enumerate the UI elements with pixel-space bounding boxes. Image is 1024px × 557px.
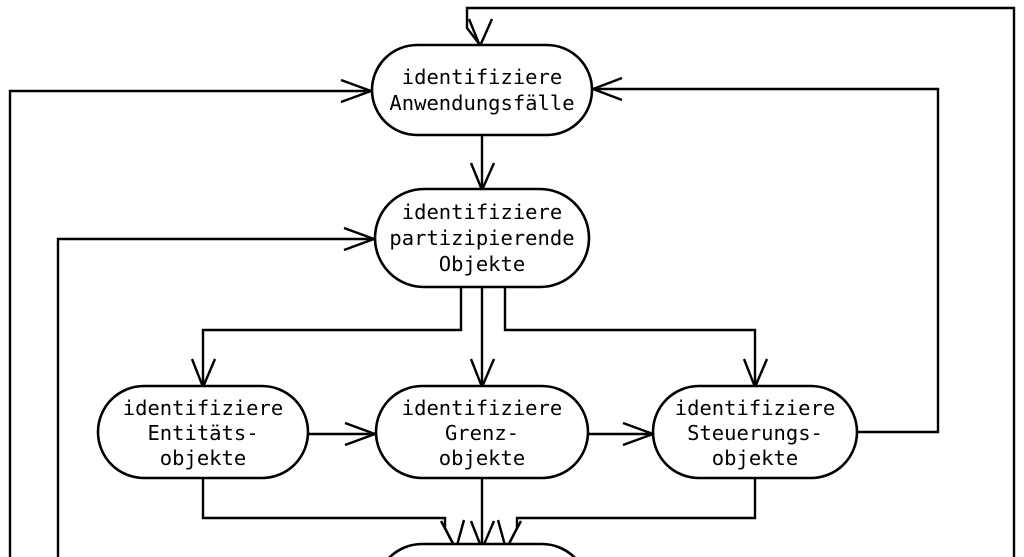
- node-label-line2: Anwendungsfälle: [389, 91, 574, 115]
- edge-path: [592, 87, 940, 434]
- edge-steuerungs-feedback-to-anwendungsfaelle: [589, 76, 940, 434]
- node-grenzobjekte[interactable]: identifiziere Grenz- objekte: [374, 384, 590, 480]
- edge-partizipierende-to-steuerungs: [503, 287, 769, 391]
- edge-partizipierende-to-grenz: [469, 287, 496, 391]
- node-shape: [388, 542, 576, 557]
- node-shape: [373, 187, 591, 289]
- node-shape: [651, 384, 859, 480]
- node-label-line1: identifiziere: [402, 396, 562, 420]
- node-steuerungsobjekte[interactable]: identifiziere Steuerungs- objekte: [651, 384, 859, 480]
- edge-grenz-to-bottom: [469, 478, 496, 553]
- node-label-line3: objekte: [160, 446, 246, 470]
- node-label-line2: Entitäts-: [147, 421, 258, 445]
- edge-path: [8, 89, 372, 557]
- arrow-head-icon: [467, 18, 494, 50]
- node-label-line1: identifiziere: [123, 396, 283, 420]
- edge-steuerungs-to-bottom: [496, 478, 757, 553]
- edge-path: [465, 6, 1016, 557]
- edge-path: [56, 237, 375, 557]
- node-entitaetsobjekte[interactable]: identifiziere Entitäts- objekte: [96, 384, 310, 480]
- edge-path: [505, 478, 757, 549]
- node-label-line3: objekte: [712, 446, 798, 470]
- node-label-line1: identifiziere: [675, 396, 835, 420]
- node-label-line2: Steuerungs-: [687, 421, 823, 445]
- node-partizipierende-objekte[interactable]: identifiziere partizipierende Objekte: [373, 187, 591, 289]
- node-shape: [96, 384, 310, 480]
- edge-grenz-to-steuerungs: [588, 421, 657, 447]
- node-group: identifiziere Anwendungsfälle identifizi…: [96, 43, 859, 557]
- node-anwendungsfaelle[interactable]: identifiziere Anwendungsfälle: [370, 43, 594, 137]
- edge-outer-left-feedback-to-anwendungsfaelle: [8, 78, 375, 557]
- edge-anwendungsfaelle-to-partizipierende: [469, 135, 496, 194]
- edge-path: [503, 287, 757, 386]
- edge-entitaets-to-bottom: [201, 478, 466, 553]
- node-label-line2: Grenz-: [445, 421, 519, 445]
- node-label-line2: partizipierende: [389, 226, 574, 250]
- edge-entitaets-to-grenz: [308, 421, 379, 447]
- node-bottom-node-partial[interactable]: [376, 542, 588, 557]
- edge-group: [8, 6, 1016, 557]
- node-shape: [370, 43, 594, 137]
- node-label-line1: identifiziere: [402, 200, 562, 224]
- edge-path: [201, 287, 463, 386]
- edge-path: [201, 478, 457, 549]
- node-label-line1: identifiziere: [402, 65, 562, 89]
- node-label-line3: objekte: [439, 446, 525, 470]
- node-shape: [374, 384, 590, 480]
- node-label-line3: Objekte: [439, 252, 525, 276]
- edge-partizipierende-to-entitaets: [190, 287, 463, 391]
